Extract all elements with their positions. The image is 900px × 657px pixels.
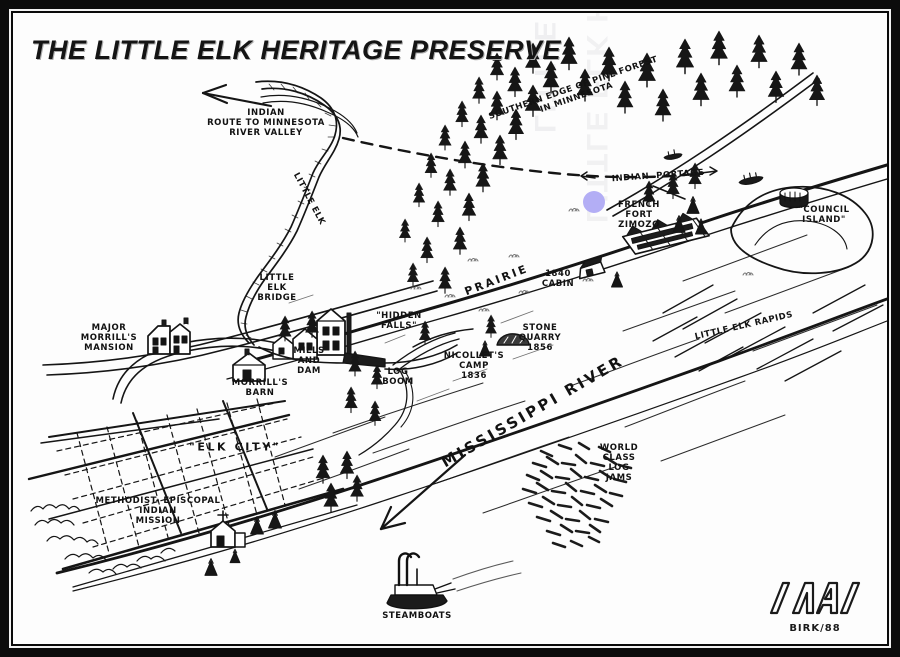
map-label-stone-quarry: STONE QUARRY 1856 [518, 322, 562, 354]
artist-signature: BIRK/88 [755, 579, 875, 634]
map-label-major-morrills-mansion: MAJOR MORRILL'S MANSION [80, 322, 138, 354]
map-label-elk-city: "ELK CITY" [189, 440, 281, 454]
map-label-mills-and-dam: MILLS AND DAM [293, 345, 325, 377]
map-label-indian-route: INDIAN ROUTE TO MINNESOTA RIVER VALLEY [207, 107, 325, 139]
map-label-little-elk-bridge: LITTLE ELK BRIDGE [257, 272, 297, 304]
map-linework [27, 30, 887, 610]
map-inner-keyline [9, 9, 891, 648]
map-label-nicollets-camp: NICOLLET'S CAMP 1836 [443, 350, 505, 382]
map-label-cabin-1840: 1840 CABIN [541, 268, 575, 289]
page-title: THE LITTLE ELK HERITAGE PRESERVE [31, 35, 562, 66]
map-label-hidden-falls: "HIDDEN FALLS" [376, 310, 422, 331]
signature-caption: BIRK/88 [789, 623, 841, 634]
map-label-morrills-barn: MORRILL'S BARN [231, 377, 289, 398]
map-label-log-boom: LOG BOOM [382, 366, 414, 387]
ma-monogram-icon [769, 581, 861, 615]
location-marker-dot[interactable] [583, 191, 605, 213]
map-label-council-island: "COUNCIL ISLAND" [798, 204, 850, 225]
map-label-methodist-mission: METHODIST- EPISCOPAL INDIAN MISSION [95, 495, 221, 527]
map-label-french-fort: FRENCH FORT ZIMOZO [618, 199, 660, 231]
map-label-world-class-log-jams: WORLD CLASS LOG JAMS [599, 442, 639, 484]
map-label-steamboats: STEAMBOATS [382, 610, 452, 621]
map-paper: LITTLE ELK HERITAGE LITTLE ELK HERITAGE [13, 13, 887, 644]
